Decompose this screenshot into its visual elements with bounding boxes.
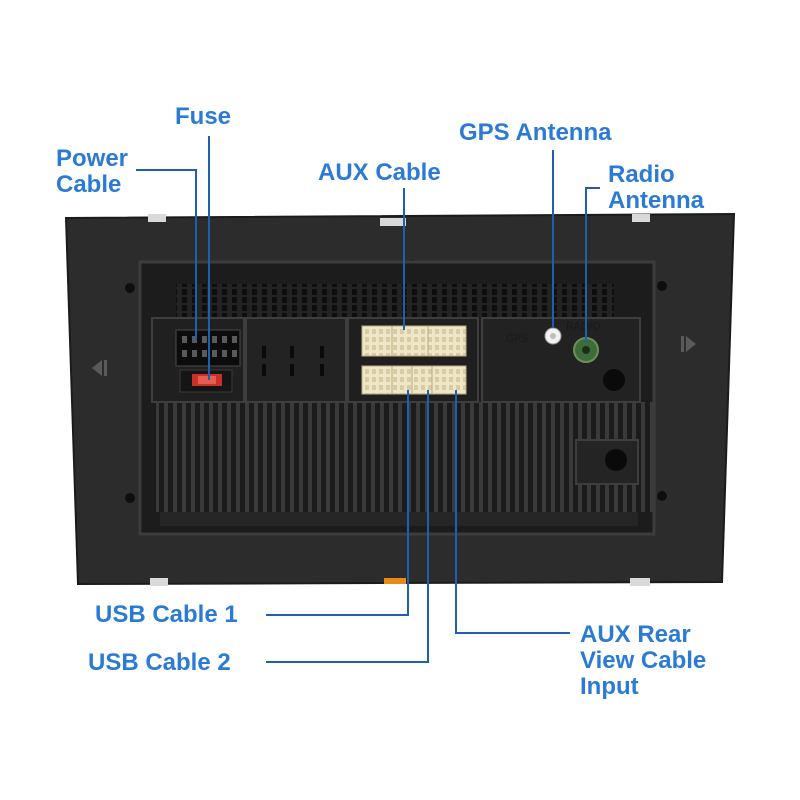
side-arrow-left-icon bbox=[92, 360, 107, 376]
label-aux-rear-line3: Input bbox=[580, 673, 639, 700]
label-aux-rear-line2: View Cable bbox=[580, 647, 707, 674]
leader-usb-cable-2 bbox=[266, 390, 429, 663]
gps-silkscreen: GPS bbox=[506, 332, 528, 345]
label-gps-antenna: GPS Antenna bbox=[459, 119, 612, 146]
antenna-panel: GPS RADIO bbox=[481, 317, 641, 403]
leader-aux-rear bbox=[455, 390, 570, 634]
label-power-cable-line1: Power bbox=[56, 145, 129, 172]
leader-radio-antenna bbox=[585, 187, 600, 342]
label-usb-cable-2: USB Cable 2 bbox=[88, 649, 231, 676]
radio-silkscreen: RADIO bbox=[566, 320, 601, 333]
label-usb-cable-1: USB Cable 1 bbox=[95, 601, 238, 628]
label-radio-antenna-line1: Radio bbox=[608, 161, 675, 188]
leader-usb-cable-1 bbox=[266, 390, 409, 616]
blank-port-panel bbox=[245, 317, 347, 403]
radio-antenna-port bbox=[573, 337, 599, 363]
fuse bbox=[192, 374, 222, 386]
label-aux-cable: AUX Cable bbox=[318, 159, 441, 186]
leader-power-cable bbox=[136, 169, 197, 340]
label-radio-antenna-line2: Antenna bbox=[608, 187, 704, 214]
label-aux-rear-line1: AUX Rear bbox=[580, 621, 691, 648]
leader-lines bbox=[136, 136, 600, 663]
label-fuse: Fuse bbox=[175, 103, 232, 130]
aux-connector-block bbox=[347, 317, 479, 403]
power-connector-block bbox=[151, 317, 245, 403]
side-arrow-right-icon bbox=[681, 336, 696, 352]
label-power-cable-line2: Cable bbox=[56, 171, 122, 198]
rear-port-panel bbox=[575, 439, 639, 485]
gps-antenna-port bbox=[544, 327, 562, 345]
